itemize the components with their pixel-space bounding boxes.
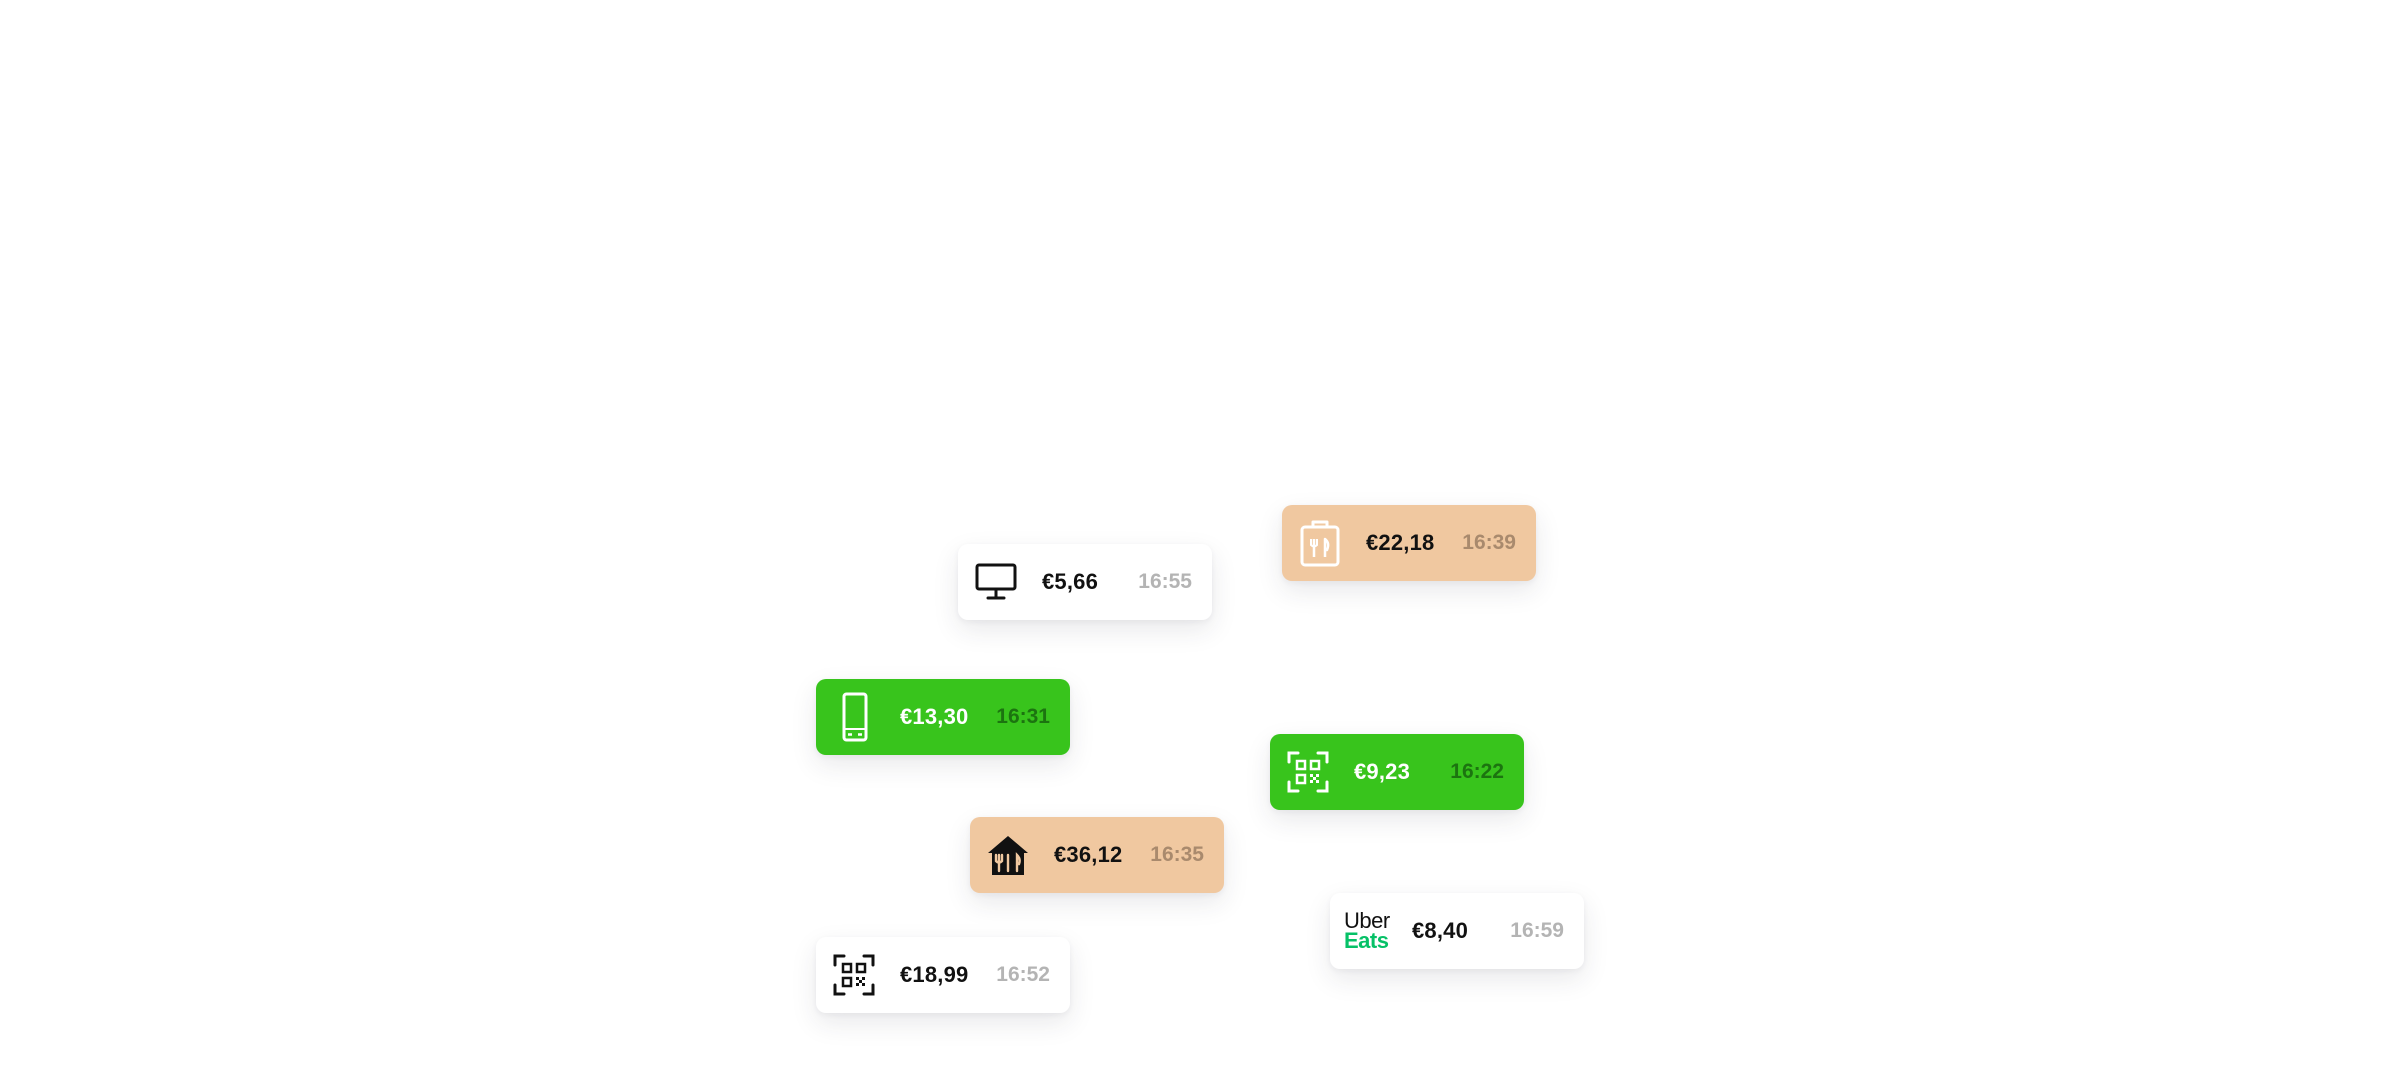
order-amount: €8,40 — [1412, 918, 1469, 943]
order-amount: €18,99 — [900, 962, 969, 987]
order-time: 16:39 — [1462, 531, 1516, 554]
order-card-kiosk[interactable]: €5,66 16:55 — [958, 544, 1212, 620]
order-card-delivery[interactable]: €36,12 16:35 — [970, 817, 1224, 893]
smartphone-icon — [832, 692, 876, 742]
qr-code-icon — [1286, 748, 1330, 796]
uber-logo-line2: Eats — [1344, 928, 1389, 953]
order-amount: €22,18 — [1366, 530, 1435, 555]
order-card-mobile[interactable]: €13,30 16:31 — [816, 679, 1070, 755]
order-time: 16:59 — [1510, 919, 1564, 942]
order-card-qr-white[interactable]: €18,99 16:52 — [816, 937, 1070, 1013]
order-card-qr-green[interactable]: €9,23 16:22 — [1270, 734, 1524, 810]
order-time: 16:35 — [1150, 843, 1204, 866]
order-time: 16:22 — [1450, 760, 1504, 783]
uber-logo-line1: Uber — [1344, 908, 1390, 933]
order-amount: €13,30 — [900, 704, 969, 729]
order-card-takeaway[interactable]: €22,18 16:39 — [1282, 505, 1536, 581]
order-amount: €36,12 — [1054, 842, 1123, 867]
order-time: 16:52 — [996, 963, 1050, 986]
delivery-house-icon — [986, 831, 1030, 879]
order-amount: €9,23 — [1354, 759, 1411, 784]
order-time: 16:55 — [1138, 570, 1192, 593]
takeaway-bag-icon — [1298, 519, 1342, 567]
monitor-icon — [974, 558, 1018, 606]
qr-code-icon — [832, 951, 876, 999]
order-time: 16:31 — [996, 705, 1050, 728]
order-card-ubereats[interactable]: Uber Eats €8,40 16:59 — [1330, 893, 1584, 969]
uber-eats-logo: Uber Eats — [1344, 907, 1400, 955]
order-amount: €5,66 — [1042, 569, 1099, 594]
